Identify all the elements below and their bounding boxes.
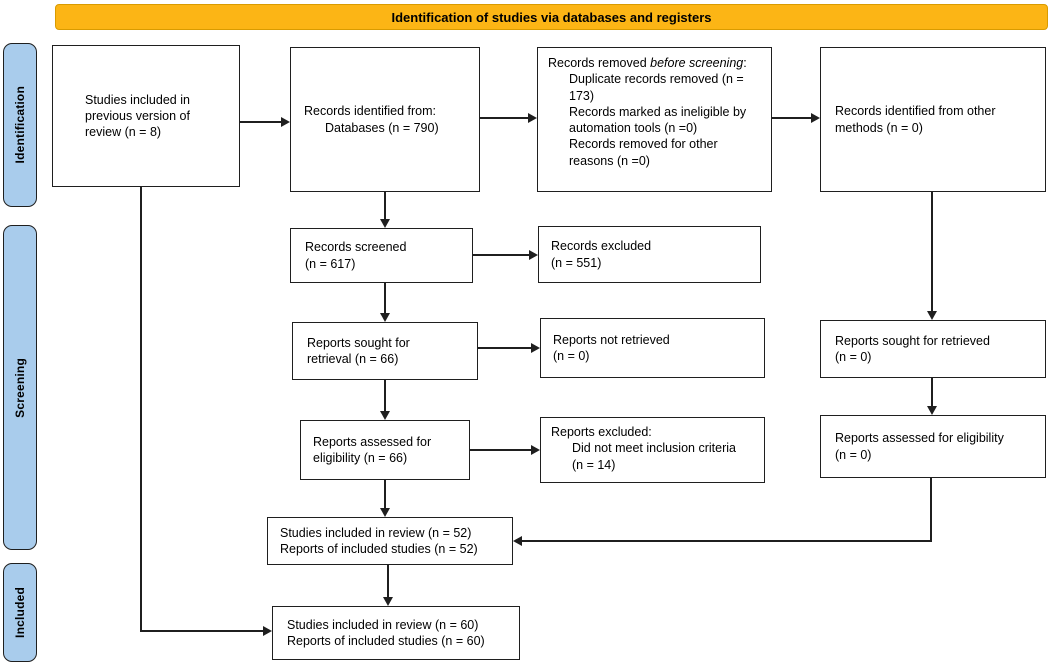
box-included-in-review-text: Studies included in review (n = 52) Repo… [280, 525, 478, 556]
box-records-excluded: Records excluded (n = 551) [538, 226, 761, 283]
stage-label-included-text: Included [13, 587, 27, 638]
banner-title: Identification of studies via databases … [391, 9, 712, 25]
arrow-screened-to-sought-head [380, 313, 390, 322]
box-previous-version-studies-text: Studies included in previous version of … [85, 92, 190, 140]
arrow-assessed-to-included-head [380, 508, 390, 517]
stage-label-identification: Identification [3, 43, 37, 207]
box-records-removed-item-duplicates: Duplicate records removed (n = 173) [569, 72, 744, 103]
box-reports-sought: Reports sought for retrieval (n = 66) [292, 322, 478, 380]
box-included-total: Studies included in review (n = 60) Repo… [272, 606, 520, 660]
box-records-removed-heading: Records removed before screening: [548, 56, 747, 70]
box-records-screened-text: Records screened (n = 617) [305, 240, 407, 271]
box-records-identified-line2: Databases (n = 790) [325, 120, 439, 135]
arrow-removed-to-other-head [811, 113, 820, 123]
arrow-identified-to-screened-line [384, 192, 386, 220]
arrow-other-sought-to-assessed-head [927, 406, 937, 415]
box-reports-sought-text: Reports sought for retrieval (n = 66) [307, 335, 410, 366]
arrow-previous-to-identified-head [281, 117, 290, 127]
arrow-sought-to-not-retrieved-line [478, 347, 532, 349]
box-reports-assessed-text: Reports assessed for eligibility (n = 66… [313, 434, 432, 465]
stage-label-screening-text: Screening [13, 357, 27, 418]
connector-previous-to-included-head [263, 626, 272, 636]
box-reports-not-retrieved: Reports not retrieved (n = 0) [540, 318, 765, 378]
box-other-reports-assessed: Reports assessed for eligibility (n = 0) [820, 415, 1046, 478]
arrow-identified-to-removed-line [480, 117, 529, 119]
box-other-reports-sought: Reports sought for retrieved (n = 0) [820, 320, 1046, 378]
arrow-removed-to-other-line [772, 117, 812, 119]
box-records-removed: Records removed before screening: Duplic… [537, 47, 772, 192]
connector-other-assessed-to-included-vertical [930, 478, 932, 542]
box-records-excluded-text: Records excluded (n = 551) [551, 239, 652, 270]
arrow-screened-to-excluded-line [473, 254, 530, 256]
arrow-assessed-to-included-line [384, 480, 386, 509]
stage-label-identification-text: Identification [13, 86, 27, 164]
banner-databases-registers: Identification of studies via databases … [55, 4, 1048, 30]
box-previous-version-studies: Studies included in previous version of … [52, 45, 240, 187]
arrow-assessed-to-excluded-head [531, 445, 540, 455]
arrow-included52-to-included60-line [387, 565, 389, 598]
connector-other-assessed-to-included-head [513, 536, 522, 546]
arrow-sought-to-not-retrieved-head [531, 343, 540, 353]
box-records-other-methods-text: Records identified from other methods (n… [835, 104, 996, 135]
box-reports-not-retrieved-text: Reports not retrieved (n = 0) [553, 332, 670, 363]
box-records-identified-line1: Records identified from: [304, 104, 437, 119]
arrow-identified-to-removed-head [528, 113, 537, 123]
box-reports-excluded-line1: Reports excluded: [551, 425, 652, 439]
arrow-other-to-sought-head [927, 311, 937, 320]
box-records-removed-item-automation: Records marked as ineligible by automati… [569, 104, 747, 135]
connector-other-assessed-to-included-horizontal [521, 540, 932, 542]
box-records-removed-item-other: Records removed for other reasons (n =0) [569, 137, 718, 168]
connector-previous-to-included-vertical [140, 187, 142, 632]
box-included-in-review: Studies included in review (n = 52) Repo… [267, 517, 513, 565]
box-records-removed-italic: before screening [650, 56, 744, 70]
box-other-reports-assessed-text: Reports assessed for eligibility (n = 0) [835, 431, 1004, 462]
arrow-included52-to-included60-head [383, 597, 393, 606]
arrow-identified-to-screened-head [380, 219, 390, 228]
box-records-screened: Records screened (n = 617) [290, 228, 473, 283]
box-records-identified: Records identified from: Databases (n = … [290, 47, 480, 192]
box-reports-excluded: Reports excluded: Did not meet inclusion… [540, 417, 765, 483]
arrow-sought-to-assessed-head [380, 411, 390, 420]
box-records-other-methods: Records identified from other methods (n… [820, 47, 1046, 192]
box-reports-excluded-line2: Did not meet inclusion criteria (n = 14) [572, 441, 736, 472]
arrow-sought-to-assessed-line [384, 380, 386, 412]
arrow-other-to-sought-line [931, 192, 933, 312]
box-other-reports-sought-text: Reports sought for retrieved (n = 0) [835, 333, 990, 364]
arrow-previous-to-identified-line [240, 121, 282, 123]
stage-label-screening: Screening [3, 225, 37, 550]
box-included-total-text: Studies included in review (n = 60) Repo… [287, 617, 485, 648]
connector-previous-to-included-horizontal [140, 630, 264, 632]
arrow-screened-to-excluded-head [529, 250, 538, 260]
arrow-screened-to-sought-line [384, 283, 386, 314]
box-reports-assessed: Reports assessed for eligibility (n = 66… [300, 420, 470, 480]
arrow-assessed-to-excluded-line [470, 449, 532, 451]
stage-label-included: Included [3, 563, 37, 662]
arrow-other-sought-to-assessed-line [931, 378, 933, 407]
